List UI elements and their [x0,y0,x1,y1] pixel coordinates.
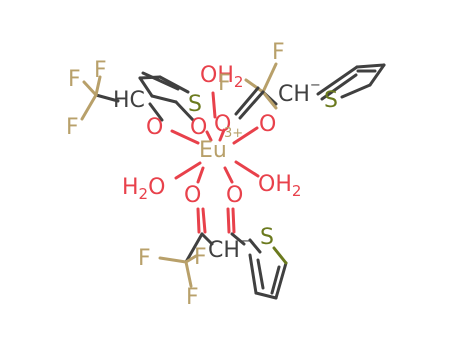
bond-f2-tr [244,78,265,94]
water-left-sub: 2 [139,185,149,203]
bond-c-o-b2 [231,207,236,234]
water-right-sub: 2 [292,182,302,200]
water-left-o: O [148,175,165,200]
water-left-h: H [122,175,139,200]
bond-f1-b [158,256,188,264]
bond-c-o-tr-2 [234,86,260,116]
atom-eu: Eu3+ [199,126,243,164]
atom-f-b-3: F [186,285,199,310]
bond-f2-b [184,254,198,264]
bond-c-o-b1-2 [201,207,207,234]
bond-ring-tr-1 [316,65,359,96]
bond-lines [80,62,386,300]
bond-ring-tr-3 [368,63,386,87]
atom-ch-tr: CH− [278,78,321,108]
atom-f-tl-3: F [66,115,79,140]
bond-f2-tl [94,75,102,97]
bond-f3-b [184,260,193,288]
bond-eu-o-tl2 [205,130,213,142]
bond-eu-o-tr2 [232,126,259,145]
atom-ch-b-charge: − [240,234,251,249]
atom-s-b: S [260,225,274,250]
atom-f-tl-1: F [68,67,81,92]
bond-eu-water-left [174,161,202,180]
atom-ch-b: CH− [208,234,251,264]
bond-eu-o-tl1 [170,129,200,145]
bond-ring-b-5 [272,246,288,265]
bond-c-o-tl [148,102,164,122]
atom-ch-tr-charge: − [310,78,321,93]
atom-f-b-1: F [138,246,151,271]
bond-f3-tl [80,93,98,121]
atom-ch-tr-text: CH [278,82,310,107]
bond-b-c2-ch [230,232,246,246]
bond-eu-water-top [211,91,217,119]
bond-c-o-b2-2 [226,207,231,234]
water-top: OH2 [200,63,243,91]
bond-ring-tr-2 [355,63,386,69]
bond-ring-b-2 [248,253,258,295]
atom-o-b-2: O [226,183,243,208]
atom-o-tr-1: O [214,112,231,137]
bond-eu-o-b1 [196,166,205,184]
atom-labels: F F F HC S O O OH2 F F CH− S O O Eu3+ H2… [66,40,338,310]
water-left: H2O [122,175,165,203]
atom-o-tr-2: O [259,112,276,137]
atom-s-tr: S [324,88,338,113]
bond-ring-tl-4 [141,71,180,91]
bond-ring-tl-3 [138,76,154,98]
bond-ring-b-3 [254,291,278,300]
bond-ring-b-6 [256,258,265,290]
atom-f-tr-2: F [218,71,231,96]
atom-o-b-1: O [184,183,201,208]
bond-eu-o-tr1 [218,128,226,142]
atom-o-tl-2: O [190,115,207,140]
atom-ch-b-text: CH [208,238,240,263]
atom-o-tl-1: O [146,115,163,140]
bond-f1-tl [82,80,98,97]
water-top-sub: 2 [234,73,244,91]
bond-ring-b-1 [248,238,262,254]
bond-ring-tr-4 [340,83,372,99]
water-right: OH2 [258,172,301,200]
bond-eu-water-right [234,160,260,178]
bond-f3-tr [261,90,278,110]
atom-f-tl-2: F [94,58,107,83]
bond-ring-tl-5 [150,94,178,104]
water-top-oh: OH [200,63,234,88]
bond-ring-tl-2 [158,75,190,94]
bond-c-o-tl-2 [174,100,195,122]
bond-f1-tr [261,62,278,94]
atom-f-tr-1: F [272,40,285,65]
bond-eu-o-b2 [223,166,234,184]
bond-b-c1-ch [200,232,214,246]
bond-ring-tr-5 [320,73,358,101]
atom-ch-tl: HC [113,88,145,113]
atom-eu-symbol: Eu [199,138,227,163]
bond-c-o-tr [238,90,265,120]
bond-cf3-c-tl [94,93,120,103]
bond-c-o-b1 [196,207,201,234]
bond-ring-b-7 [270,265,281,295]
atom-f-b-2: F [194,245,207,270]
atom-eu-charge: 3+ [224,126,243,141]
bond-b-c1-cf3 [184,232,204,264]
atom-s-tl: S [188,92,202,117]
bond-ring-b-4 [274,261,288,300]
water-right-oh: OH [258,172,292,197]
